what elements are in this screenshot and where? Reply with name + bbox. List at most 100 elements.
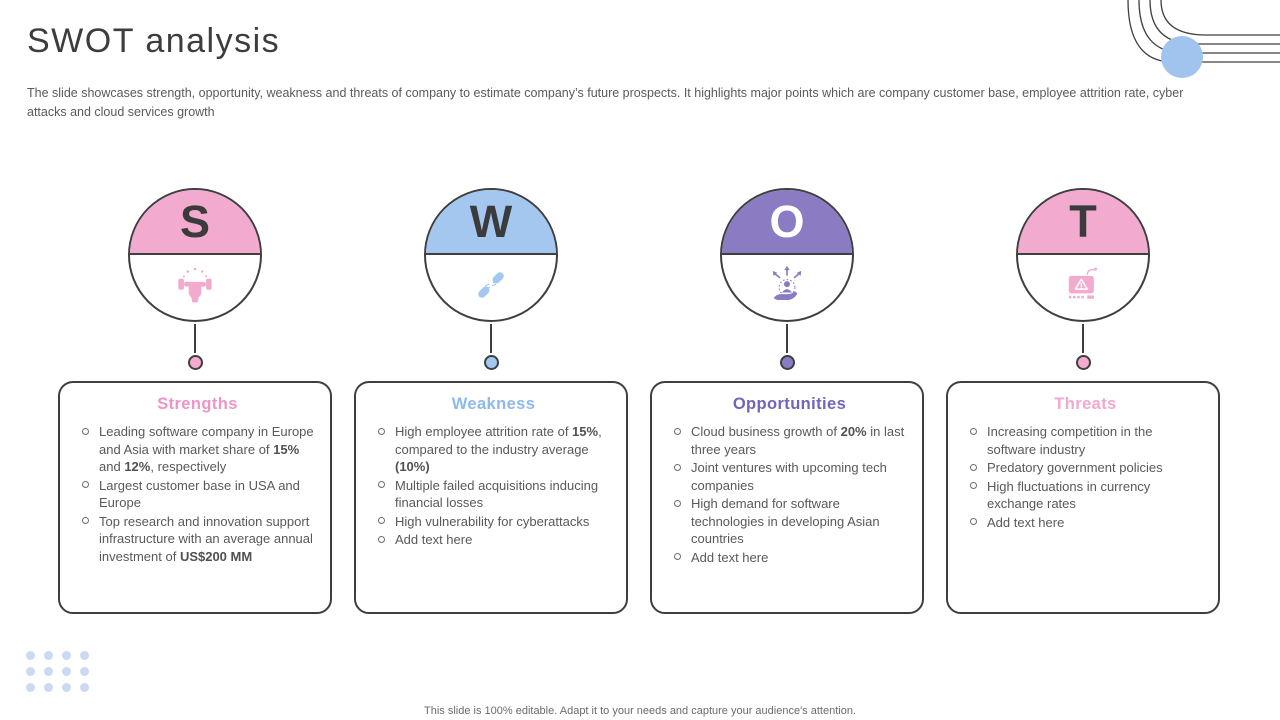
bullet-text: Add text here bbox=[987, 514, 1065, 530]
bullet-item: Leading software company in Europe and A… bbox=[80, 423, 315, 476]
dot bbox=[26, 683, 35, 692]
bullet-text: Predatory government policies bbox=[987, 460, 1163, 476]
bullet-text: High employee attrition rate of 15%, com… bbox=[395, 424, 602, 475]
slide-footer-note: This slide is 100% editable. Adapt it to… bbox=[424, 705, 856, 717]
swot-column: S Strengths Leading software company in … bbox=[58, 188, 332, 614]
swot-card: Opportunities Cloud business growth of 2… bbox=[650, 381, 924, 614]
bullet-item: Multiple failed acquisitions inducing fi… bbox=[376, 477, 611, 512]
swot-circle: S bbox=[128, 188, 262, 322]
cyber-threat-icon bbox=[1063, 265, 1103, 310]
bullet-text: High vulnerability for cyberattacks bbox=[395, 513, 590, 529]
bullet-list: Increasing competition in the software i… bbox=[968, 423, 1203, 531]
swot-icon-area bbox=[130, 255, 260, 320]
bullet-list: Leading software company in Europe and A… bbox=[80, 423, 315, 565]
page-title: SWOT analysis bbox=[27, 22, 281, 60]
dot bbox=[26, 651, 35, 660]
bullet-marker bbox=[970, 482, 977, 490]
swot-letter-badge: W bbox=[426, 190, 556, 255]
swot-letter-badge: O bbox=[722, 190, 852, 255]
connector-line bbox=[786, 324, 788, 353]
dot bbox=[44, 667, 53, 676]
card-title: Threats bbox=[1054, 395, 1117, 413]
bullet-item: Top research and innovation support infr… bbox=[80, 513, 315, 566]
bullet-marker bbox=[378, 481, 385, 489]
card-title: Weakness bbox=[451, 395, 536, 413]
swot-letter: W bbox=[469, 196, 513, 247]
growth-opportunity-icon bbox=[767, 265, 807, 310]
bullet-item: Add text here bbox=[968, 514, 1203, 532]
dot bbox=[44, 683, 53, 692]
dot bbox=[80, 651, 89, 660]
bullet-text: Add text here bbox=[691, 549, 769, 565]
bullet-text: Increasing competition in the software i… bbox=[987, 424, 1153, 457]
connector-dot bbox=[483, 355, 499, 370]
bullet-text: Joint ventures with upcoming tech compan… bbox=[691, 460, 887, 493]
swot-letter: T bbox=[1069, 196, 1097, 247]
bullet-item: Largest customer base in USA and Europe bbox=[80, 477, 315, 512]
swot-letter-badge: T bbox=[1018, 190, 1148, 255]
bullet-text: Multiple failed acquisitions inducing fi… bbox=[395, 477, 599, 511]
bullet-item: Predatory government policies bbox=[968, 459, 1203, 477]
bullet-text: Cloud business growth of 20% in last thr… bbox=[691, 424, 905, 457]
page-subtitle: The slide showcases strength, opportunit… bbox=[27, 86, 1184, 120]
bullet-item: Increasing competition in the software i… bbox=[968, 423, 1203, 458]
bullet-item: High vulnerability for cyberattacks bbox=[376, 513, 611, 531]
connector-dot bbox=[187, 355, 203, 370]
bullet-marker bbox=[674, 427, 681, 435]
swot-letter-badge: S bbox=[130, 190, 260, 255]
swot-icon-area bbox=[426, 255, 556, 320]
swot-circle: O bbox=[720, 188, 854, 322]
connector-line bbox=[1082, 324, 1084, 353]
bullet-item: High employee attrition rate of 15%, com… bbox=[376, 423, 611, 476]
bullet-text: Add text here bbox=[395, 532, 473, 548]
blue-circle-decoration bbox=[1161, 36, 1203, 78]
broken-chain-icon bbox=[473, 267, 509, 308]
swot-columns: S Strengths Leading software company in … bbox=[58, 188, 1220, 614]
bullet-marker bbox=[674, 463, 681, 471]
dot bbox=[80, 667, 89, 676]
bullet-list: High employee attrition rate of 15%, com… bbox=[376, 423, 611, 549]
bullet-item: High fluctuations in currency exchange r… bbox=[968, 478, 1203, 513]
swot-card: Weakness High employee attrition rate of… bbox=[354, 381, 628, 614]
swot-card: Strengths Leading software company in Eu… bbox=[58, 381, 332, 614]
swot-column: T Threats Increasing competition in the … bbox=[946, 188, 1220, 614]
swot-column: W Weakness High employee attrition rate … bbox=[354, 188, 628, 614]
strength-muscle-icon bbox=[176, 266, 214, 309]
bullet-marker bbox=[378, 427, 385, 435]
bullet-marker bbox=[674, 553, 681, 561]
dots-grid-decoration bbox=[26, 651, 89, 692]
bullet-text: Leading software company in Europe and A… bbox=[99, 424, 314, 475]
swot-icon-area bbox=[722, 255, 852, 320]
swot-letter: O bbox=[769, 196, 805, 247]
bullet-marker bbox=[82, 481, 89, 489]
bullet-text: Largest customer base in USA and Europe bbox=[99, 477, 300, 511]
connector-line bbox=[490, 324, 492, 353]
bullet-text: High demand for software technologies in… bbox=[691, 496, 880, 547]
swot-column: O Opportunities Cloud business growth of… bbox=[650, 188, 924, 614]
bullet-marker bbox=[82, 427, 89, 435]
bullet-marker bbox=[378, 535, 385, 543]
dot bbox=[62, 667, 71, 676]
dot bbox=[62, 651, 71, 660]
swot-icon-area bbox=[1018, 255, 1148, 320]
bullet-text: High fluctuations in currency exchange r… bbox=[987, 478, 1151, 512]
dot bbox=[80, 683, 89, 692]
connector-dot bbox=[1075, 355, 1091, 370]
card-title: Opportunities bbox=[732, 395, 847, 413]
dot bbox=[62, 683, 71, 692]
bullet-item: Add text here bbox=[376, 531, 611, 549]
bullet-item: Cloud business growth of 20% in last thr… bbox=[672, 423, 907, 458]
card-title: Strengths bbox=[157, 395, 238, 413]
connector-dot bbox=[779, 355, 795, 370]
corner-lines-decoration bbox=[1127, 0, 1280, 78]
bullet-item: Joint ventures with upcoming tech compan… bbox=[672, 459, 907, 494]
swot-card: Threats Increasing competition in the so… bbox=[946, 381, 1220, 614]
dot bbox=[44, 651, 53, 660]
swot-circle: T bbox=[1016, 188, 1150, 322]
bullet-item: Add text here bbox=[672, 549, 907, 567]
bullet-item: High demand for software technologies in… bbox=[672, 495, 907, 548]
swot-letter: S bbox=[179, 196, 210, 247]
bullet-marker bbox=[674, 499, 681, 507]
bullet-marker bbox=[378, 517, 385, 525]
